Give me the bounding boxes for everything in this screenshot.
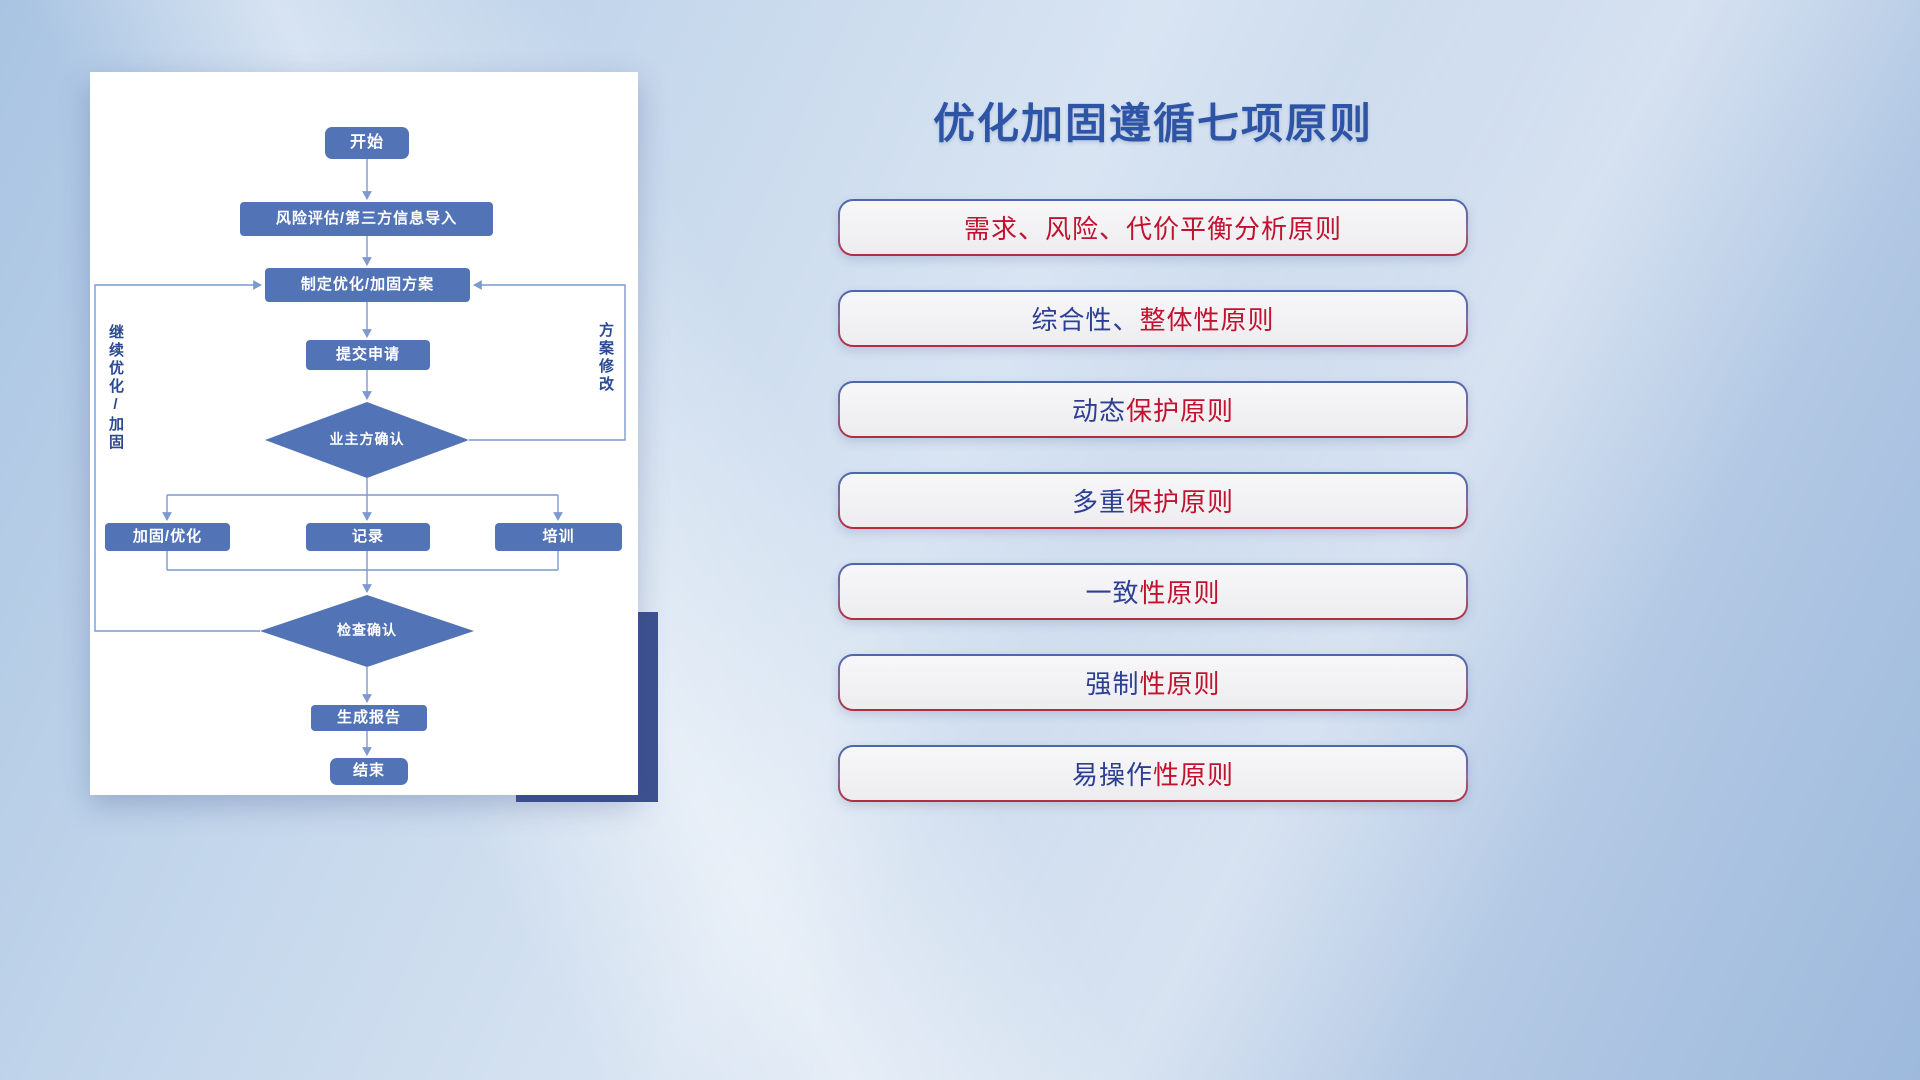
node-label: 制定优化/加固方案 (300, 275, 435, 293)
principle-label-segment: 易操作 (1071, 760, 1153, 790)
principle-label-segment: 需求、风险、代价平衡分析原则 (963, 214, 1342, 244)
flowchart-node-end: 结束 (330, 758, 408, 785)
principle-label-segment: 性原则 (1139, 578, 1221, 608)
flowchart-node-make-plan: 制定优化/加固方案 (265, 268, 470, 302)
principle-label: 需求、风险、代价平衡分析原则 (964, 209, 1342, 246)
principle-box: 多重保护原则 (838, 472, 1468, 529)
flowchart-node-start: 开始 (325, 127, 409, 159)
principle-box: 需求、风险、代价平衡分析原则 (838, 199, 1468, 256)
principle-label-segment: 保护原则 (1126, 487, 1235, 517)
node-label: 检查确认 (337, 622, 397, 639)
principle-label-segment: 整体性原则 (1139, 305, 1275, 335)
node-label: 结束 (352, 762, 385, 780)
left-loop-label: 继续优化/加固 (107, 324, 124, 452)
principle-box-inner: 综合性、整体性原则 (840, 292, 1466, 345)
principle-label: 一致性原则 (1085, 573, 1220, 610)
principle-box-inner: 一致性原则 (840, 565, 1466, 618)
principle-box: 综合性、整体性原则 (838, 290, 1468, 347)
principle-label-segment: 综合性、 (1031, 305, 1140, 335)
principle-label: 综合性、整体性原则 (1031, 300, 1274, 337)
principle-label: 强制性原则 (1085, 664, 1220, 701)
principle-box: 动态保护原则 (838, 381, 1468, 438)
principle-label-segment: 性原则 (1153, 760, 1235, 790)
flowchart-card: 开始 风险评估/第三方信息导入 制定优化/加固方案 提交申请 业主方确认 加固/… (90, 72, 638, 795)
node-label: 生成报告 (336, 708, 401, 726)
flowchart-node-training: 培训 (495, 523, 622, 551)
principle-box-inner: 需求、风险、代价平衡分析原则 (840, 201, 1466, 254)
flowchart-connectors (94, 159, 626, 756)
principle-box-inner: 强制性原则 (840, 656, 1466, 709)
node-label: 开始 (349, 134, 384, 152)
principle-label-segment: 性原则 (1139, 669, 1221, 699)
page-title: 优化加固遵循七项原则 (932, 100, 1373, 147)
node-label: 培训 (542, 527, 575, 545)
principle-label-segment: 多重 (1071, 487, 1126, 517)
principle-label: 多重保护原则 (1072, 482, 1234, 519)
principle-label: 易操作性原则 (1072, 755, 1234, 792)
node-label: 提交申请 (335, 345, 400, 363)
node-label: 业主方确认 (329, 431, 405, 448)
principle-box-inner: 动态保护原则 (840, 383, 1466, 436)
principle-label-segment: 动态 (1071, 396, 1126, 426)
flowchart-node-report: 生成报告 (311, 705, 427, 731)
flowchart-node-reinforce: 加固/优化 (105, 523, 230, 551)
right-loop-label: 方案修改 (597, 322, 614, 394)
principles-list: 需求、风险、代价平衡分析原则 综合性、整体性原则 动态保护原则 多重保护原则 一… (838, 199, 1468, 802)
flowchart-node-record: 记录 (306, 523, 430, 551)
principle-box: 一致性原则 (838, 563, 1468, 620)
principle-label-segment: 强制 (1085, 669, 1140, 699)
node-label: 加固/优化 (132, 527, 203, 545)
principle-label-segment: 一致 (1085, 578, 1140, 608)
principle-box: 强制性原则 (838, 654, 1468, 711)
node-label: 记录 (351, 527, 384, 545)
principle-label: 动态保护原则 (1072, 391, 1234, 428)
principle-box: 易操作性原则 (838, 745, 1468, 802)
principle-box-inner: 多重保护原则 (840, 474, 1466, 527)
flowchart-node-risk-import: 风险评估/第三方信息导入 (240, 202, 493, 236)
principle-label-segment: 保护原则 (1126, 396, 1235, 426)
node-label: 风险评估/第三方信息导入 (275, 209, 458, 227)
flowchart-node-submit: 提交申请 (306, 340, 430, 370)
principle-box-inner: 易操作性原则 (840, 747, 1466, 800)
